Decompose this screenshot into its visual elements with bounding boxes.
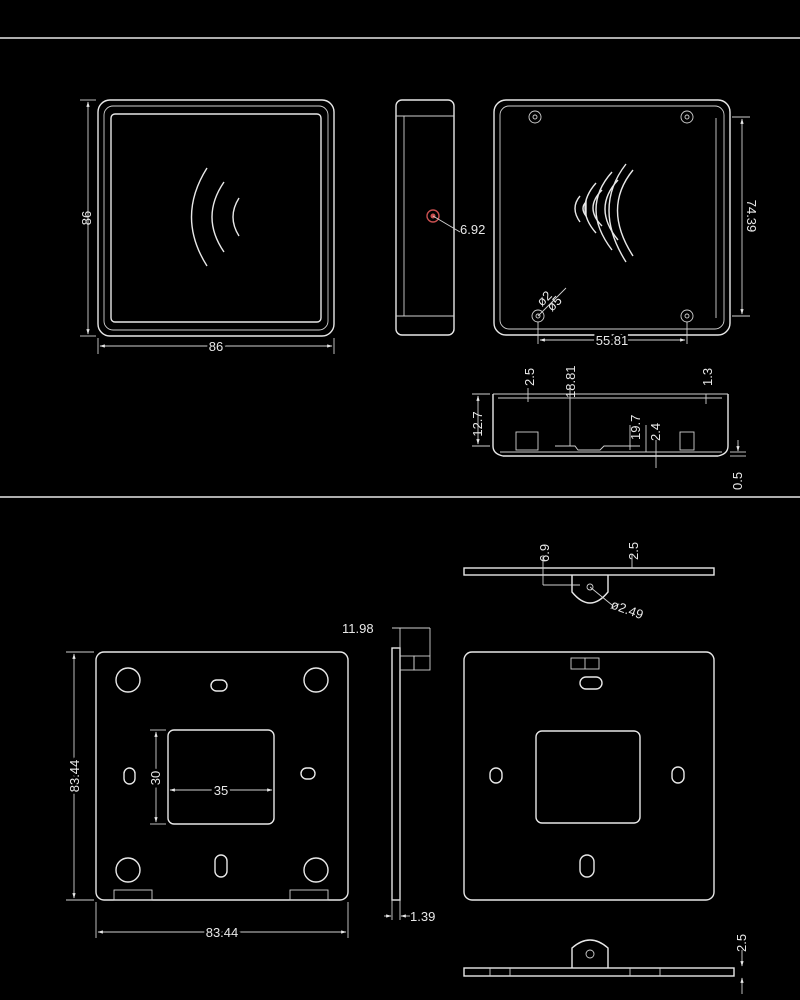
bottom-edge-2-5-label: 2.5 (734, 934, 749, 952)
back-view: 74.39 55.81 ø2 ø5 (493, 99, 762, 351)
plate-top-edge-view: 6.9 2.5 ø2.49 (463, 542, 715, 622)
top-edge-hole-label: ø2.49 (609, 597, 645, 622)
back-plate-window (535, 730, 641, 824)
side-bottom-label: 1.39 (410, 909, 435, 924)
section-1-3-label: 1.3 (700, 368, 715, 386)
section-0-5-label: 0.5 (730, 472, 745, 490)
window-width-label: 35 (214, 783, 228, 798)
section-2-5-label: 2.5 (522, 368, 537, 386)
side-hole-icon (426, 209, 440, 223)
mounting-hole-icon (115, 667, 329, 883)
back-height-label: 74.39 (744, 200, 759, 233)
top-edge-6-9-label: 6.9 (537, 544, 552, 562)
front-view: 86 86 (79, 99, 335, 357)
section-18-81-label: 18.81 (563, 365, 578, 398)
section-view: 2.5 18.81 1.3 12.7 19.7 2.4 0.5 (470, 365, 746, 490)
section-12-7-label: 12.7 (470, 411, 485, 436)
section-2-4-label: 2.4 (648, 423, 663, 441)
side-hole-label: 6.92 (460, 222, 485, 237)
top-edge-2-5-label: 2.5 (626, 542, 641, 560)
window-height-label: 30 (148, 771, 163, 785)
plate-width-label: 83.44 (206, 925, 239, 940)
plate-side-view: 11.98 1.39 (342, 621, 435, 924)
plate-back-view (463, 651, 715, 901)
front-width-label: 86 (209, 339, 223, 354)
nfc-wave-icon (190, 167, 240, 267)
nfc-wave-outline-icon (574, 163, 634, 263)
back-width-label: 55.81 (596, 333, 629, 348)
section-19-7-label: 19.7 (628, 415, 643, 440)
plate-window (167, 729, 275, 825)
plate-front-view: 83.44 83.44 30 35 (65, 651, 349, 943)
side-view: 6.92 (395, 99, 485, 336)
plate-height-label: 83.44 (67, 760, 82, 793)
front-height-label: 86 (79, 211, 94, 225)
corner-screw-icon (528, 110, 694, 323)
side-top-label: 11.98 (342, 621, 374, 636)
plate-bottom-edge-view: 2.5 (463, 934, 749, 994)
